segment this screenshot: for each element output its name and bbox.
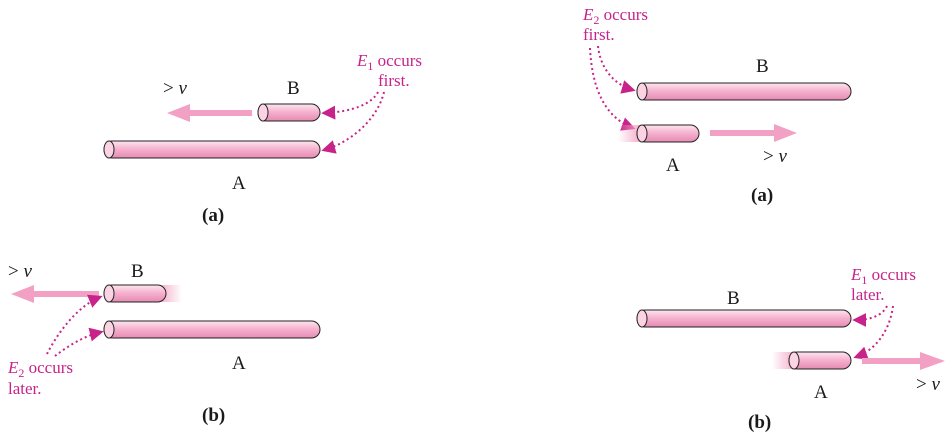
- event-note: E2 occurs: [7, 358, 73, 380]
- motion-blur: [772, 352, 794, 369]
- event-note-line2: first.: [378, 71, 410, 90]
- left-panel-a: > v B A E1 occurs first. (a): [103, 51, 422, 226]
- event-note-line2: later.: [851, 285, 885, 304]
- right-panel-b: B E1 occurs later. > v A (b): [636, 265, 945, 433]
- right-panel-a: E2 occurs first. B > v A (a): [582, 5, 852, 206]
- rod-a: [788, 351, 852, 370]
- event-note-line2: first.: [583, 25, 615, 44]
- caption: (a): [751, 185, 773, 206]
- rod-a-label: A: [666, 155, 680, 176]
- event-note-line2: later.: [8, 379, 42, 398]
- left-panel-b: > v B A E2 occurs later. (b): [7, 261, 321, 426]
- rod-b: [636, 82, 852, 101]
- caption: (b): [202, 405, 225, 426]
- event-note: E1 occurs: [850, 265, 916, 287]
- velocity-arrow-right: [862, 352, 945, 370]
- caption: (b): [748, 412, 771, 433]
- event-pointer-lower: [321, 91, 385, 154]
- event-pointer-upper: [321, 91, 379, 120]
- velocity-label: > v: [8, 261, 32, 282]
- motion-blur: [618, 125, 640, 142]
- velocity-arrow-right: [710, 124, 797, 142]
- rod-b-label: B: [287, 78, 300, 99]
- event-note: E1 occurs: [356, 51, 422, 73]
- rod-a-label: A: [232, 173, 246, 194]
- event-pointer-lower: [54, 327, 104, 357]
- velocity-arrow-left: [11, 285, 99, 303]
- rod-b-label: B: [131, 261, 144, 282]
- event-pointer-upper: [46, 294, 103, 355]
- caption: (a): [202, 205, 224, 226]
- rod-b: [257, 103, 321, 122]
- event-note: E2 occurs: [582, 5, 648, 27]
- rod-b: [636, 309, 852, 328]
- velocity-label: > v: [916, 374, 940, 395]
- rod-a: [636, 124, 700, 143]
- velocity-label: > v: [163, 78, 187, 99]
- rod-b-label: B: [756, 56, 769, 77]
- rod-b-label: B: [727, 288, 740, 309]
- event-pointer-lower: [853, 305, 894, 360]
- rod-a-label: A: [232, 353, 246, 374]
- rod-a: [103, 320, 321, 339]
- rod-b: [103, 284, 167, 303]
- rod-a-label: A: [814, 382, 828, 403]
- velocity-arrow-left: [167, 104, 252, 122]
- event-pointer-lower: [589, 47, 636, 131]
- event-pointer-upper: [852, 305, 888, 327]
- motion-blur: [160, 285, 182, 302]
- rod-a: [103, 140, 321, 159]
- velocity-label: > v: [763, 146, 787, 167]
- event-pointer-upper: [597, 45, 636, 94]
